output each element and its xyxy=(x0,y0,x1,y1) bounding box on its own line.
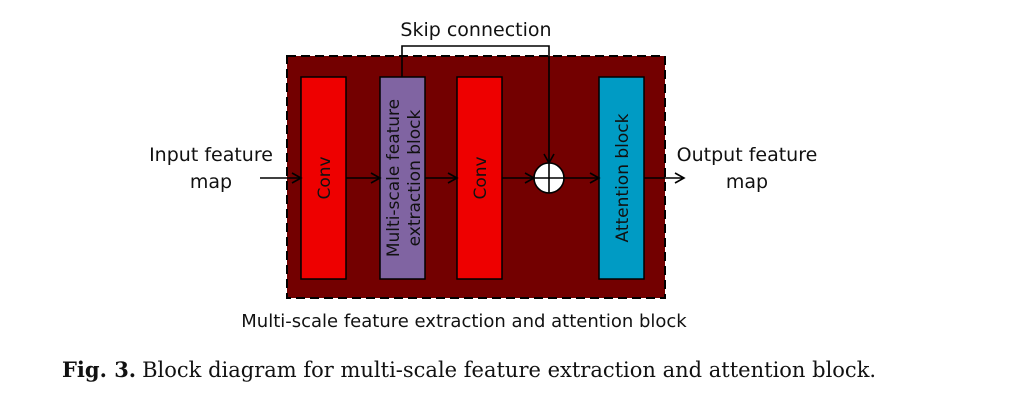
attention-block xyxy=(598,76,645,280)
conv-block-1 xyxy=(300,76,347,280)
multi-scale-block-label-1: Multi-scale feature xyxy=(384,99,404,257)
figure-caption: Fig. 3.Block diagram for multi-scale fea… xyxy=(62,357,876,382)
multi-scale-block-label-2: extraction block xyxy=(405,109,425,246)
figure-number: Fig. 3. xyxy=(62,357,137,382)
conv-block-2-label: Conv xyxy=(471,156,491,199)
sum-node-icon xyxy=(533,162,565,194)
conv-block-1-label: Conv xyxy=(315,156,335,199)
attention-block-label: Attention block xyxy=(613,113,633,242)
input-label-line2: map xyxy=(190,171,232,193)
input-label-line1: Input feature xyxy=(149,144,273,166)
container-label: Multi-scale feature extraction and atten… xyxy=(241,311,687,332)
output-label-line2: map xyxy=(726,171,768,193)
skip-connection-line xyxy=(401,45,555,165)
caption-text: Block diagram for multi-scale feature ex… xyxy=(142,358,877,382)
skip-connection-label: Skip connection xyxy=(400,19,551,41)
output-label-line1: Output feature xyxy=(677,144,818,166)
